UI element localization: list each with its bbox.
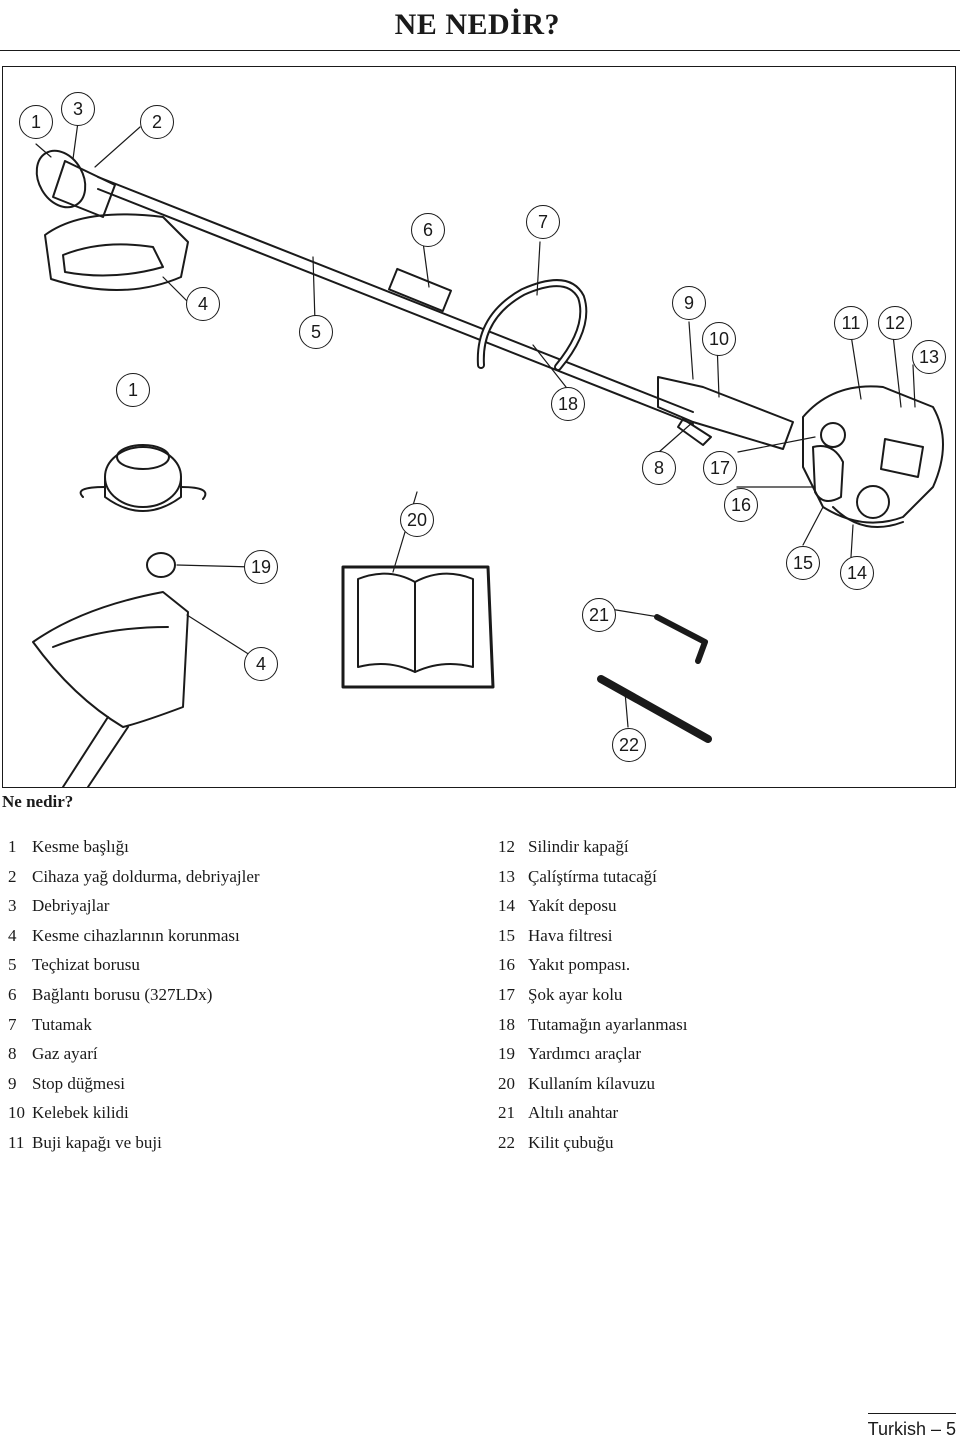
shaft <box>97 176 694 413</box>
callout: 9 <box>672 286 706 320</box>
hex-key <box>654 614 708 664</box>
parts-figure: 1 3 2 6 7 4 5 9 10 11 12 13 1 18 8 17 16… <box>2 66 956 788</box>
callout: 8 <box>642 451 676 485</box>
callout: 7 <box>526 205 560 239</box>
callout: 22 <box>612 728 646 762</box>
callout: 1 <box>116 373 150 407</box>
callout: 4 <box>186 287 220 321</box>
callout: 2 <box>140 105 174 139</box>
figure-caption: Ne nedir? <box>2 792 74 811</box>
footer-text: Turkish – 5 <box>867 1419 956 1439</box>
callout: 12 <box>878 306 912 340</box>
callout: 13 <box>912 340 946 374</box>
callout: 20 <box>400 503 434 537</box>
trimmer-illustration <box>32 121 944 788</box>
callout: 16 <box>724 488 758 522</box>
guard <box>44 213 189 291</box>
callout: 14 <box>840 556 874 590</box>
callout: 21 <box>582 598 616 632</box>
callout: 10 <box>702 322 736 356</box>
cutting-head <box>35 149 87 209</box>
adapter <box>146 552 176 578</box>
callout: 3 <box>61 92 95 126</box>
callout: 4 <box>244 647 278 681</box>
callout: 18 <box>551 387 585 421</box>
guard-accessory <box>32 591 189 728</box>
callout: 17 <box>703 451 737 485</box>
callout: 15 <box>786 546 820 580</box>
page-title: NE NEDİR? <box>394 8 560 41</box>
header-rule <box>0 50 960 51</box>
callout: 11 <box>834 306 868 340</box>
throttle-handle <box>657 376 794 450</box>
coupling <box>387 267 453 313</box>
callout: 6 <box>411 213 445 247</box>
engine-block <box>802 385 944 524</box>
lock-rod <box>597 675 712 743</box>
footer-rule <box>867 1413 956 1414</box>
callout: 5 <box>299 315 333 349</box>
callout: 19 <box>244 550 278 584</box>
manual-book <box>341 565 495 689</box>
callout: 1 <box>19 105 53 139</box>
page-footer: Turkish – 5 <box>867 1413 956 1440</box>
